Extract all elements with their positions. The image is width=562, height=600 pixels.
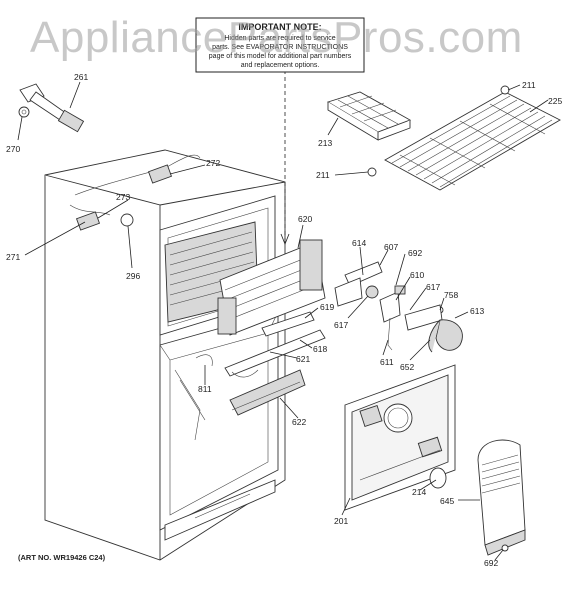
callout-622: 622 (292, 417, 306, 427)
callout-621: 621 (296, 354, 310, 364)
callout-652: 652 (400, 362, 414, 372)
callout-607: 607 (384, 242, 398, 252)
leader-lines (17, 81, 549, 561)
note-arrow (280, 233, 290, 246)
callout-270: 270 (6, 144, 20, 154)
evaporator-cover-panel (344, 364, 456, 511)
callout-758: 758 (444, 290, 458, 300)
callout-225: 225 (548, 96, 562, 106)
callout-811: 811 (198, 384, 212, 394)
callout-613: 613 (470, 306, 484, 316)
callout-labels: 261 270 272 273 271 296 213 211 225 211 … (6, 72, 562, 568)
note-line-2: parts. See EVAPORATOR INSTRUCTIONS (212, 44, 348, 51)
wire-shelf (367, 85, 561, 191)
note-line-1: Hidden parts are required to service (224, 35, 335, 42)
callout-692-top: 692 (408, 248, 422, 258)
callout-214: 214 (412, 487, 426, 497)
callout-296: 296 (126, 271, 140, 281)
important-note-box: IMPORTANT NOTE: Hidden parts are require… (195, 17, 365, 73)
note-line-4: and replacement options. (241, 62, 320, 69)
callout-272: 272 (206, 158, 220, 168)
note-line-3: page of this model for additional part n… (209, 53, 352, 60)
callout-617-right: 617 (426, 282, 440, 292)
note-title: IMPORTANT NOTE: (238, 22, 321, 32)
refrigerator-cabinet (44, 149, 286, 561)
callout-619: 619 (320, 302, 334, 312)
callout-213: 213 (318, 138, 332, 148)
callout-201: 201 (334, 516, 348, 526)
art-number: (ART NO. WR19426 C24) (18, 553, 106, 562)
air-duct (477, 439, 526, 556)
callout-271: 271 (6, 252, 20, 262)
wire-harness (69, 154, 201, 231)
callout-211-left: 211 (316, 170, 330, 180)
callout-692-bottom: 692 (484, 558, 498, 568)
callout-611: 611 (380, 357, 394, 367)
callout-261: 261 (74, 72, 88, 82)
callout-645: 645 (440, 496, 454, 506)
callout-273: 273 (116, 192, 130, 202)
callout-211-top: 211 (522, 80, 536, 90)
watermark: AppliancePartsPros.com (30, 13, 523, 62)
callout-617-left: 617 (334, 320, 348, 330)
ice-tray (326, 91, 412, 141)
callout-620: 620 (298, 214, 312, 224)
callout-610: 610 (410, 270, 424, 280)
callout-614: 614 (352, 238, 366, 248)
defrost-timer-assembly (18, 83, 85, 133)
evaporator-coil (164, 221, 326, 336)
callout-618: 618 (313, 344, 327, 354)
